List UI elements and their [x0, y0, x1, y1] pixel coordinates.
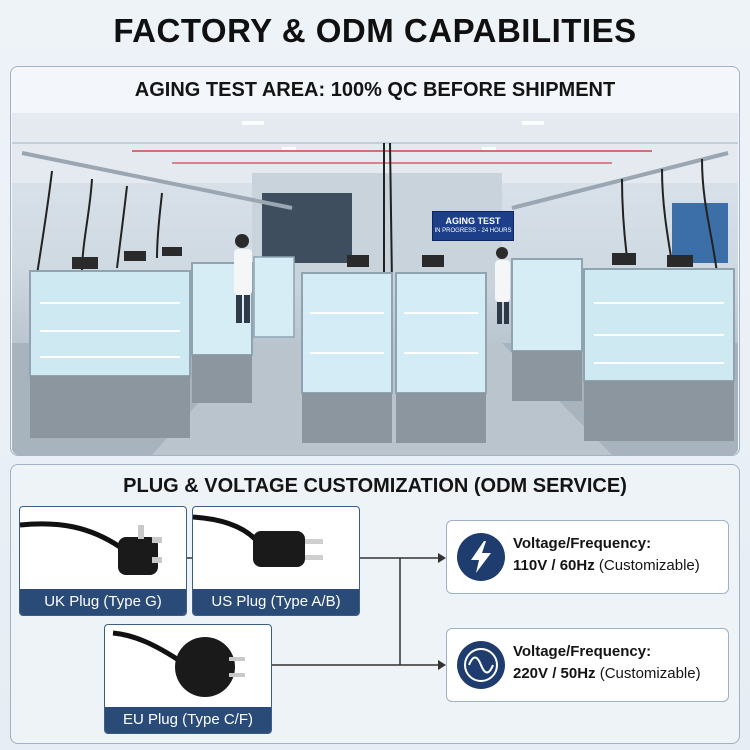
aging-test-sign: AGING TEST IN PROGRESS - 24 HOURS	[432, 211, 514, 241]
us-plug-icon	[193, 507, 359, 589]
voltage-value: 110V / 60Hz	[513, 557, 595, 574]
customizable-note: (Customizable)	[599, 665, 701, 682]
aging-sign-title: AGING TEST	[445, 216, 501, 226]
factory-scene-illustration	[12, 113, 738, 455]
aging-sign-subtitle: IN PROGRESS - 24 HOURS	[434, 228, 512, 234]
uk-plug-label: UK Plug (Type G)	[20, 589, 186, 615]
voltage-box-110v: Voltage/Frequency: 110V / 60Hz (Customiz…	[446, 520, 729, 594]
eu-plug-icon	[105, 625, 271, 707]
aging-test-panel: AGING TEST AREA: 100% QC BEFORE SHIPMENT	[10, 66, 740, 456]
lightning-bolt-icon	[457, 533, 505, 581]
aging-test-heading: AGING TEST AREA: 100% QC BEFORE SHIPMENT	[134, 79, 616, 101]
customizable-note: (Customizable)	[598, 557, 700, 574]
page-title: FACTORY & ODM CAPABILITIES	[113, 12, 637, 49]
us-plug-label: US Plug (Type A/B)	[193, 589, 359, 615]
sine-wave-icon	[457, 641, 505, 689]
eu-plug-card: EU Plug (Type C/F)	[104, 624, 272, 734]
aging-test-photo: AGING TEST IN PROGRESS - 24 HOURS	[12, 113, 738, 455]
voltage-value: 220V / 50Hz	[513, 665, 596, 682]
voltage-box-220v: Voltage/Frequency: 220V / 50Hz (Customiz…	[446, 628, 729, 702]
uk-plug-icon	[20, 507, 186, 589]
us-plug-card: US Plug (Type A/B)	[192, 506, 360, 616]
plug-voltage-heading: PLUG & VOLTAGE CUSTOMIZATION (ODM SERVIC…	[123, 475, 627, 497]
voltage-label: Voltage/Frequency:	[513, 643, 652, 660]
voltage-label: Voltage/Frequency:	[513, 535, 652, 552]
uk-plug-card: UK Plug (Type G)	[19, 506, 187, 616]
eu-plug-label: EU Plug (Type C/F)	[105, 707, 271, 733]
